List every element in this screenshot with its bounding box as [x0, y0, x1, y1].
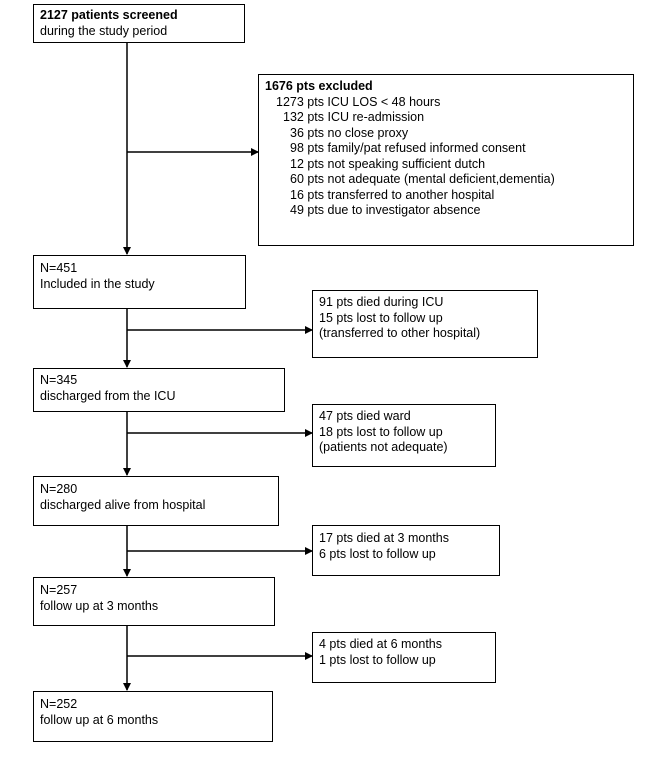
exclusion-reason: 49 pts due to investigator absence	[290, 203, 481, 217]
icu-losses-line: 91 pts died during ICU	[319, 295, 444, 309]
exclusion-reason: 98 pts family/pat refused informed conse…	[290, 141, 526, 155]
hospital-discharge-n: N=280	[40, 482, 78, 496]
excluded-box: 1676 pts excluded 1273 pts ICU LOS < 48 …	[258, 74, 634, 246]
icu-losses-box: 91 pts died during ICU 15 pts lost to fo…	[312, 290, 538, 358]
hospital-discharge-box: N=280 discharged alive from hospital	[33, 476, 279, 526]
exclusion-reason: 132 pts ICU re-admission	[283, 110, 425, 124]
six-month-losses-line: 4 pts died at 6 months	[319, 637, 442, 651]
six-month-n: N=252	[40, 697, 78, 711]
screened-box: 2127 patients screened during the study …	[33, 4, 245, 43]
three-month-label: follow up at 3 months	[40, 598, 159, 613]
icu-discharge-n: N=345	[40, 373, 78, 387]
three-month-box: N=257 follow up at 3 months	[33, 577, 275, 626]
hospital-discharge-label: discharged alive from hospital	[40, 497, 206, 512]
ward-losses-line: 47 pts died ward	[319, 409, 411, 423]
six-month-label: follow up at 6 months	[40, 712, 159, 727]
icu-losses-line: 15 pts lost to follow up	[319, 310, 443, 325]
screened-period: during the study period	[40, 23, 168, 38]
screened-count: 2127 patients screened	[40, 8, 178, 22]
six-month-losses-line: 1 pts lost to follow up	[319, 652, 436, 667]
six-month-losses-box: 4 pts died at 6 months 1 pts lost to fol…	[312, 632, 496, 683]
six-month-box: N=252 follow up at 6 months	[33, 691, 273, 742]
icu-discharge-label: discharged from the ICU	[40, 388, 176, 403]
included-n: N=451	[40, 261, 78, 275]
exclusion-reason: 1273 pts ICU LOS < 48 hours	[276, 94, 441, 109]
excluded-count: 1676 pts excluded	[265, 79, 373, 93]
icu-discharge-box: N=345 discharged from the ICU	[33, 368, 285, 412]
icu-losses-line: (transferred to other hospital)	[319, 326, 481, 340]
three-month-losses-line: 6 pts lost to follow up	[319, 546, 436, 561]
three-month-n: N=257	[40, 583, 78, 597]
exclusion-reason: 60 pts not adequate (mental deficient,de…	[290, 172, 555, 186]
ward-losses-line: 18 pts lost to follow up	[319, 424, 443, 439]
ward-losses-box: 47 pts died ward 18 pts lost to follow u…	[312, 404, 496, 467]
exclusion-reason: 16 pts transferred to another hospital	[290, 187, 495, 202]
three-month-losses-box: 17 pts died at 3 months 6 pts lost to fo…	[312, 525, 500, 576]
ward-losses-line: (patients not adequate)	[319, 440, 448, 454]
three-month-losses-line: 17 pts died at 3 months	[319, 531, 449, 545]
exclusion-reason: 12 pts not speaking sufficient dutch	[290, 156, 486, 171]
included-label: Included in the study	[40, 276, 155, 291]
included-box: N=451 Included in the study	[33, 255, 246, 309]
exclusion-reason: 36 pts no close proxy	[290, 125, 409, 140]
